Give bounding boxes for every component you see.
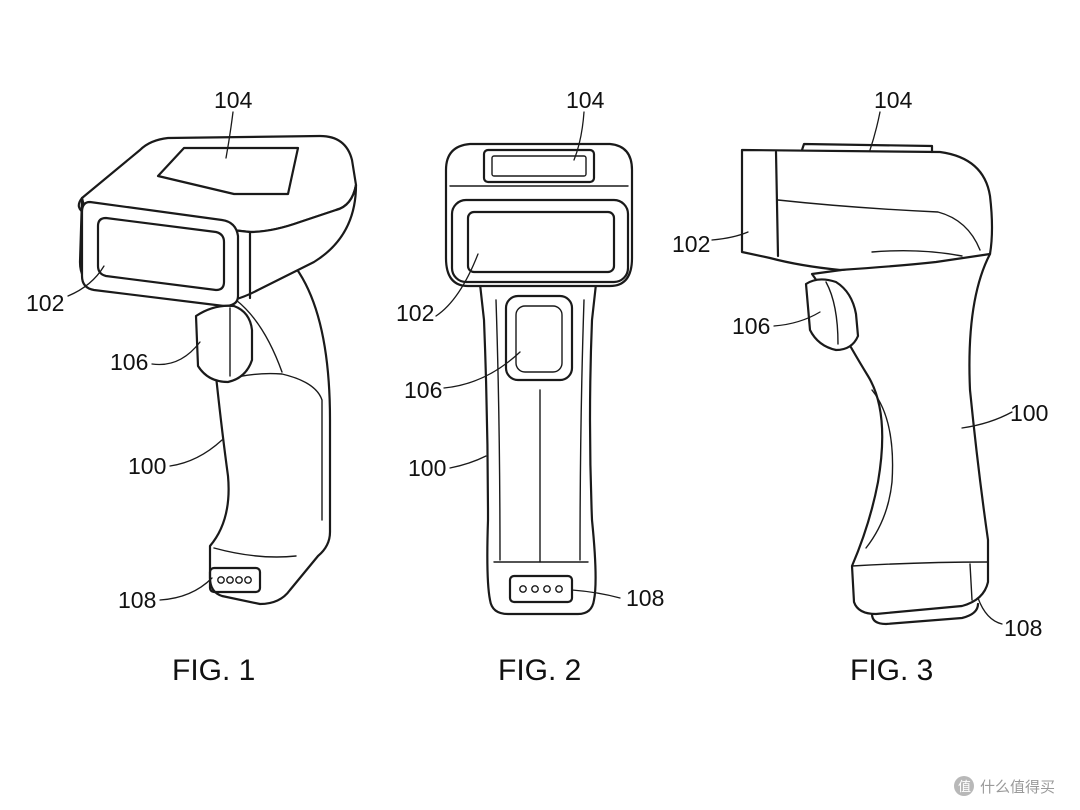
fig-2-caption: FIG. 2	[498, 654, 581, 687]
fig-3-label-106: 106	[732, 313, 770, 339]
fig-1-scan-window	[96, 216, 226, 292]
fig-1-caption: FIG. 1	[172, 654, 255, 687]
fig-3-label-108: 108	[1004, 615, 1042, 641]
fig-2-front-face	[450, 198, 630, 284]
fig-3-label-100: 100	[1010, 400, 1048, 426]
fig-3-scanner	[711, 111, 1013, 626]
fig-1-trigger	[194, 304, 254, 384]
fig-1-top-window	[156, 146, 300, 196]
fig-2-top-window	[482, 148, 596, 184]
fig-1-label-100: 100	[128, 453, 166, 479]
fig-2-label-100: 100	[408, 455, 446, 481]
watermark-text: 什么值得买	[980, 778, 1055, 796]
fig-1-scanner	[67, 111, 358, 606]
svg-text:值: 值	[958, 779, 971, 795]
fig-3-front-face	[774, 150, 780, 258]
fig-2-label-104: 104	[566, 87, 605, 113]
fig-1-label-108: 108	[118, 587, 156, 613]
fig-3-trigger	[804, 278, 860, 352]
fig-1-label-102: 102	[26, 290, 64, 316]
fig-2-label-102: 102	[396, 300, 434, 326]
fig-3-caption: FIG. 3	[850, 654, 933, 687]
fig-1-label-104: 104	[214, 87, 253, 113]
fig-2-trigger	[504, 294, 574, 382]
fig-3-handle	[810, 252, 992, 616]
fig-3-connector	[870, 602, 980, 626]
fig-3-top-window	[800, 142, 934, 154]
fig-2-scanner	[435, 111, 634, 616]
fig-3-label-102: 102	[672, 231, 710, 257]
fig-2-label-106: 106	[404, 377, 442, 403]
fig-2-scan-window	[466, 210, 616, 274]
value-logo-icon: 值	[954, 776, 974, 796]
fig-3-label-104: 104	[874, 87, 913, 113]
fig-2-label-108: 108	[626, 585, 664, 611]
watermark: 值 什么值得买	[954, 776, 1055, 796]
fig-2-connector	[508, 574, 574, 604]
fig-1-label-106: 106	[110, 349, 148, 375]
